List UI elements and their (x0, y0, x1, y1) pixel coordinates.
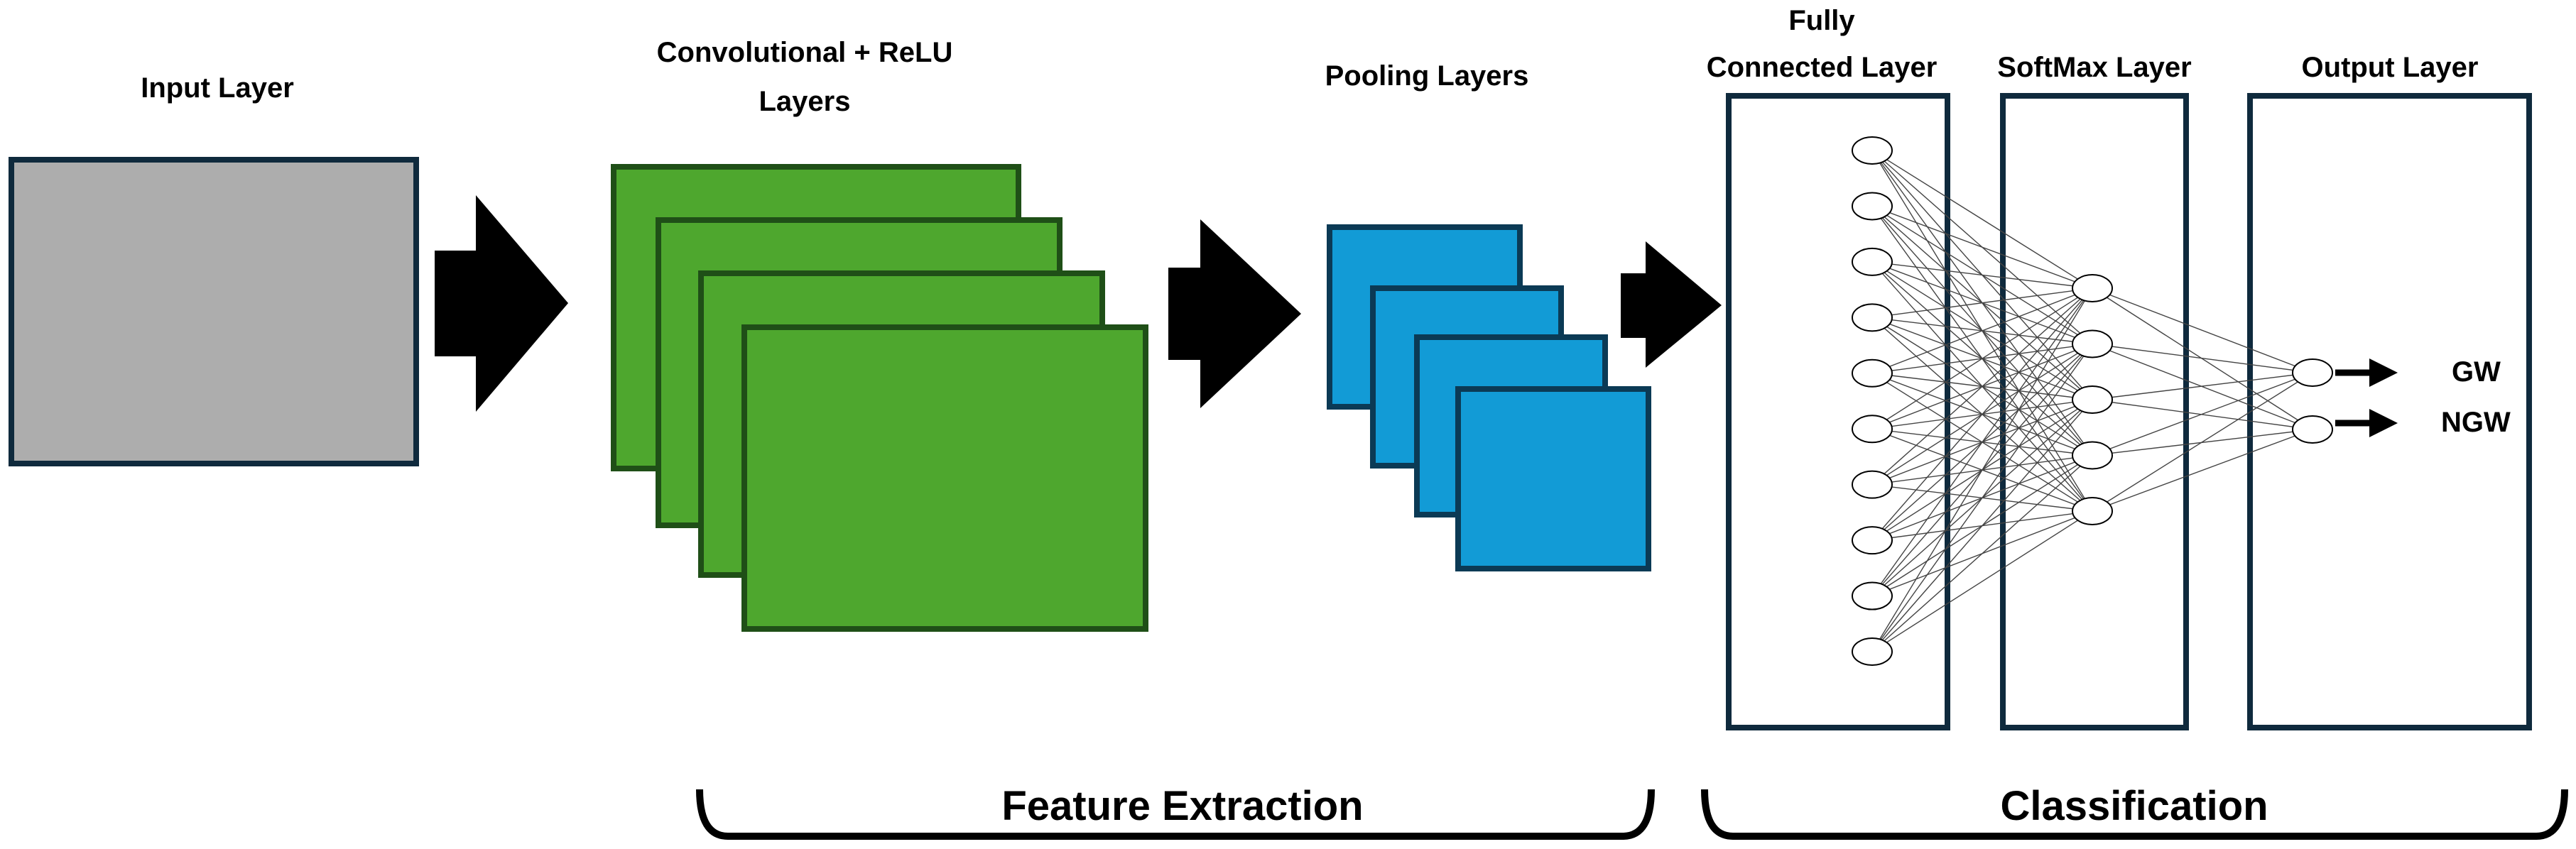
conv-layers-title-line2: Layers (759, 86, 851, 117)
neuron-connection (2092, 287, 2313, 373)
fc-neuron (1852, 470, 1893, 499)
neuron-connection (1871, 510, 2093, 652)
input-layer-box (9, 157, 419, 466)
feature-extraction-bracket (696, 789, 1655, 840)
input-layer-title: Input Layer (141, 72, 294, 104)
neuron-connection (2092, 429, 2313, 512)
fc-layer-title-line2: Connected Layer (1707, 52, 1938, 83)
fc-neuron (1852, 247, 1893, 276)
conv-feature-map-4 (741, 324, 1148, 632)
output-layer-title: Output Layer (2302, 52, 2479, 83)
classification-label: Classification (2000, 783, 2268, 829)
neuron-connection (2092, 399, 2313, 430)
pooling-layers-title: Pooling Layers (1325, 60, 1529, 92)
arrow-pool-to-fc (1621, 241, 1722, 368)
output-label-gw: GW (2452, 356, 2501, 388)
output-neuron (2292, 415, 2333, 444)
neuron-connection (2092, 287, 2313, 430)
fc-neuron (1852, 136, 1893, 165)
pool-feature-map-4 (1455, 386, 1651, 571)
feature-extraction-label: Feature Extraction (1001, 783, 1363, 829)
neuron-connection (1871, 454, 2093, 652)
neuron-connection (1871, 344, 2093, 652)
neuron-connection (2092, 372, 2313, 512)
output-neuron (2292, 358, 2333, 387)
neuron-connection (1871, 287, 2093, 374)
fc-layer-frame (1726, 93, 1950, 730)
neuron-connection (1871, 205, 2093, 289)
output-arrow-ngw (2335, 409, 2398, 437)
neuron-connection (1871, 287, 2093, 429)
fc-neuron (1852, 526, 1893, 555)
conv-layer-stack (611, 164, 1148, 632)
softmax-neuron (2072, 385, 2113, 414)
softmax-layer-title: SoftMax Layer (1997, 52, 2191, 83)
neuron-connection (1871, 287, 2093, 652)
network-connections (1871, 150, 2313, 652)
output-arrow-gw (2335, 358, 2398, 387)
conv-layers-title-line1: Convolutional + ReLU (657, 37, 953, 68)
neuron-connection (1871, 150, 2093, 289)
neuron-connection (1871, 287, 2093, 541)
neuron-connection (1871, 287, 2093, 319)
neuron-connection (1871, 261, 2093, 289)
arrow-conv-to-pool (1168, 219, 1301, 408)
softmax-neuron (2072, 441, 2113, 470)
network-neurons (1852, 136, 2333, 666)
neuron-connection (2092, 343, 2313, 430)
fc-neuron (1852, 303, 1893, 332)
softmax-neuron (2072, 497, 2113, 525)
classification-bracket (1701, 789, 2568, 840)
softmax-neuron (2072, 274, 2113, 302)
fc-layer-title-line1: Fully (1788, 5, 1855, 36)
neuron-connection (2092, 372, 2313, 456)
fc-neuron (1852, 192, 1893, 221)
softmax-neuron (2072, 329, 2113, 358)
output-label-ngw: NGW (2441, 407, 2511, 438)
fc-neuron (1852, 358, 1893, 388)
fc-neuron (1852, 581, 1893, 610)
neuron-connection (2092, 343, 2313, 373)
arrow-input-to-conv (435, 195, 568, 412)
pooling-layer-stack (1327, 224, 1651, 571)
neuron-connection (1871, 287, 2093, 486)
neuron-connection (2092, 372, 2313, 400)
neuron-connection (1871, 399, 2093, 652)
fc-neuron (1852, 415, 1893, 444)
fc-neuron (1852, 637, 1893, 666)
neuron-connection (1871, 287, 2093, 596)
